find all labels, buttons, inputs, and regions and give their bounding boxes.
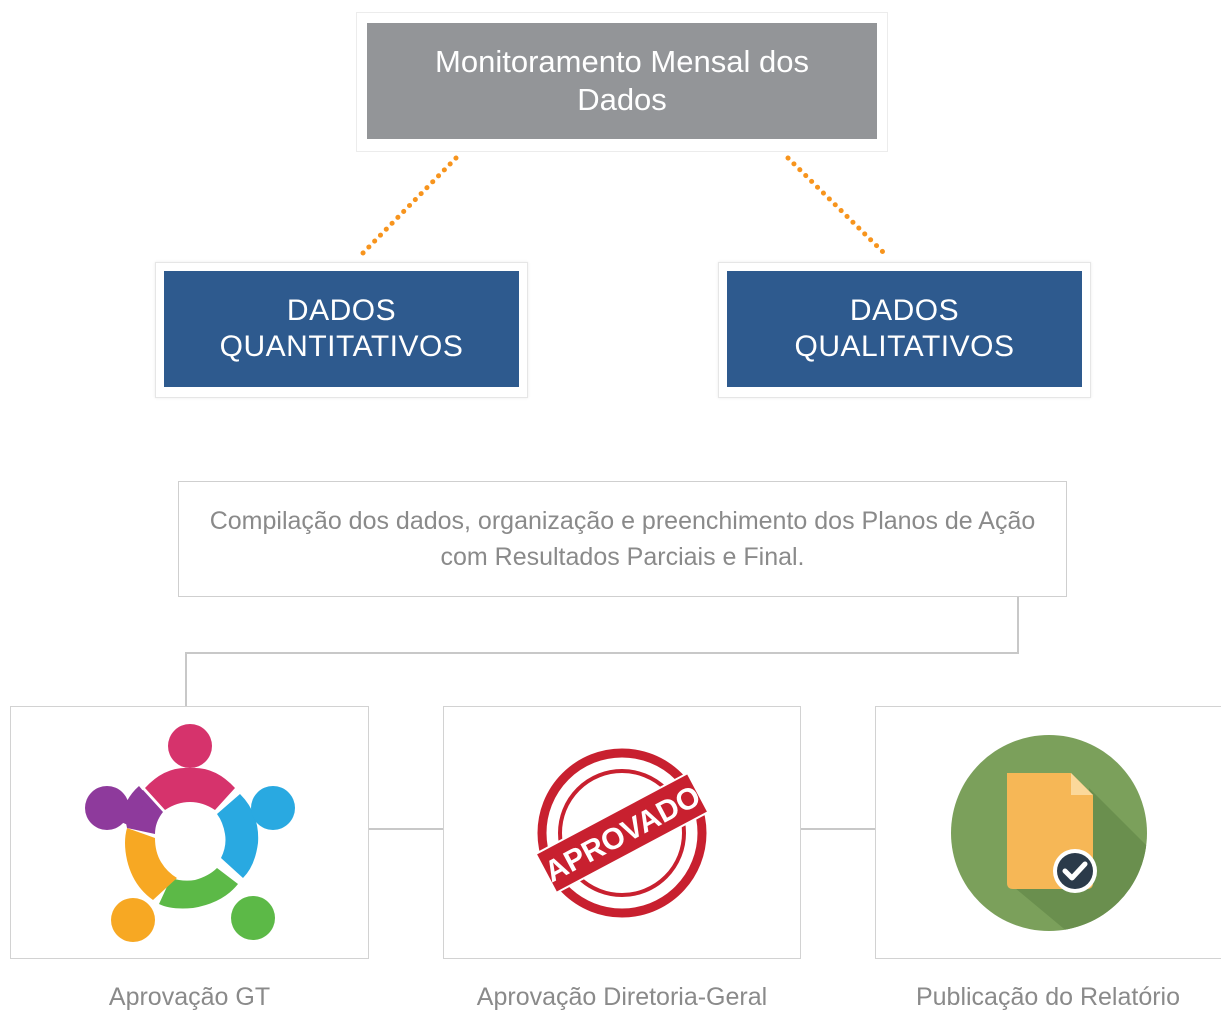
dotted-connector-right <box>785 155 886 255</box>
step-gt-box <box>10 706 369 959</box>
connector-vertical-left <box>185 652 187 706</box>
connector-dg-pub <box>801 828 875 830</box>
approved-stamp-icon: APROVADO <box>534 748 710 917</box>
step-dg-box: APROVADO <box>443 706 801 959</box>
team-puzzle-icon <box>84 723 295 942</box>
qualitative-data-label: DADOS QUALITATIVOS <box>727 271 1082 387</box>
dotted-connectors <box>359 155 886 257</box>
compilation-box: Compilação dos dados, organização e pree… <box>178 481 1067 597</box>
qualitative-data-box: DADOS QUALITATIVOS <box>718 262 1091 398</box>
connector-horizontal-top <box>185 652 1019 654</box>
connector-vertical-right <box>1017 597 1019 653</box>
monthly-monitoring-box: Monitoramento Mensal dos Dados <box>356 12 888 152</box>
quantitative-data-box: DADOS QUANTITATIVOS <box>155 262 528 398</box>
connector-gt-dg <box>369 828 443 830</box>
dotted-connector-left <box>359 155 459 257</box>
compilation-text: Compilação dos dados, organização e pree… <box>209 507 1036 571</box>
stamp-text: APROVADO <box>539 779 706 888</box>
monthly-monitoring-title: Monitoramento Mensal dos Dados <box>367 23 877 139</box>
document-check-icon <box>950 734 1147 931</box>
caption-dg: Aprovação Diretoria-Geral <box>476 983 768 1011</box>
caption-pub: Publicação do Relatório <box>915 983 1181 1011</box>
quantitative-data-label: DADOS QUANTITATIVOS <box>164 271 519 387</box>
step-pub-box <box>875 706 1221 959</box>
caption-gt: Aprovação GT <box>108 983 271 1011</box>
